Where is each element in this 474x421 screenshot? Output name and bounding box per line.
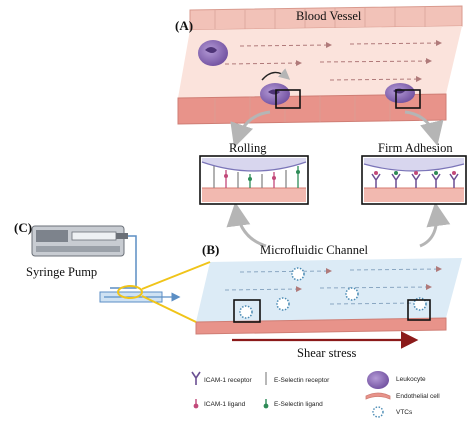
legend-leukocyte: Leukocyte [396, 376, 426, 383]
legend: ICAM-1 receptor E-Selectin receptor Leuk… [191, 371, 440, 418]
panel-b-label: (B) [202, 242, 219, 257]
zoom-box-channel-right [407, 299, 431, 321]
rolling-label: Rolling [229, 141, 267, 155]
syringe-pump-icon [31, 225, 128, 257]
arrow-from-channel-right [419, 202, 451, 248]
microfluidic-channel-diagram [195, 258, 462, 335]
legend-icam-ligand: ICAM-1 ligand [204, 401, 246, 408]
legend-icam-receptor: ICAM-1 receptor [204, 377, 253, 384]
syringe-pump-label: Syringe Pump [26, 265, 97, 279]
channel-title: Microfluidic Channel [260, 243, 368, 257]
arrow-to-adhesion [404, 110, 444, 146]
legend-eselectin-receptor: E-Selectin receptor [274, 377, 330, 384]
zoom-box-channel-left [233, 299, 261, 323]
vtc-symbol [372, 406, 384, 418]
microfluidic-chip [99, 285, 181, 303]
magnify-circle [117, 285, 143, 299]
eselectin-ligand-symbol [263, 403, 269, 409]
zoom-box-rolling [275, 89, 301, 109]
firm-adhesion-label: Firm Adhesion [378, 141, 453, 155]
leukocyte-flowing [198, 40, 228, 66]
legend-vtcs: VTCs [396, 409, 413, 416]
firm-adhesion-inset [361, 155, 467, 205]
legend-eselectin-ligand: E-Selectin ligand [274, 401, 323, 408]
leukocyte-adhered [385, 83, 415, 103]
zoom-pointer [141, 261, 211, 323]
shear-stress-label: Shear stress [297, 346, 356, 360]
panel-c-label: (C) [14, 220, 32, 235]
flow-arrows-channel [224, 266, 442, 307]
rolling-inset [199, 155, 309, 205]
flow-arrows-vessel [224, 40, 442, 83]
icam-ligand-symbol [193, 403, 199, 409]
leukocyte-symbol [367, 371, 389, 389]
blood-vessel-diagram [177, 5, 463, 125]
vessel-title: Blood Vessel [296, 9, 362, 23]
icam-receptor-symbol [191, 371, 201, 385]
legend-endothelial: Endothelial cell [396, 393, 440, 400]
vtc-particles [239, 267, 427, 319]
endothelial-symbol [365, 392, 391, 400]
zoom-box-adhesion [395, 89, 421, 109]
arrow-from-channel-left [226, 202, 267, 248]
arrow-to-rolling [230, 110, 271, 148]
panel-a-label: (A) [175, 18, 193, 33]
